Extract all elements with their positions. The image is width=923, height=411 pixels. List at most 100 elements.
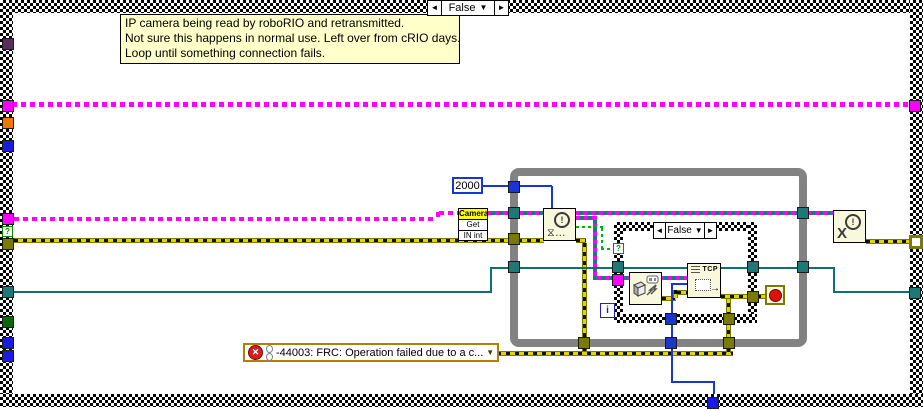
loop-tunnel-tcpref-in[interactable] [508, 261, 520, 273]
error-wire-bottom[interactable] [497, 351, 733, 356]
camera-node-title: Camera [459, 209, 489, 220]
tunnel-blue-left1[interactable] [2, 140, 14, 152]
timedout-wire-v[interactable] [601, 228, 603, 250]
loop-tunnel-error-in[interactable] [508, 233, 520, 245]
inner-case-next-button[interactable]: ► [704, 223, 716, 238]
loop-tunnel-error-bottom2[interactable] [723, 337, 735, 349]
error-wire-close-out[interactable] [866, 239, 910, 244]
error-wire-tcp-out[interactable] [721, 294, 766, 299]
tunnel-blue-left3[interactable] [2, 350, 14, 362]
inner-case-label[interactable]: False ▼ [666, 223, 704, 238]
port-wire-stub[interactable] [671, 283, 687, 285]
session-branch-stub[interactable] [576, 216, 593, 220]
inner-case-border-bottom[interactable] [614, 314, 757, 323]
outer-case-next-button[interactable]: ► [494, 1, 508, 15]
tunnel-darkgreen-left[interactable] [2, 316, 14, 328]
tunnel-cluster-right[interactable] [909, 100, 921, 112]
diagram-comment[interactable]: IP camera being read by roboRIO and retr… [120, 14, 460, 64]
inner-case-value: False [667, 225, 692, 236]
camera-cluster-wire-h1[interactable] [14, 217, 438, 221]
while-loop-border[interactable] [510, 168, 807, 347]
tcp-ref-wire-left[interactable] [14, 291, 492, 293]
tcp-ref-wire-up[interactable] [490, 267, 492, 293]
close-camera-node[interactable]: ! X [833, 210, 866, 243]
stop-button[interactable] [765, 285, 785, 305]
tcp-ref-wire-right1[interactable] [807, 267, 835, 269]
tcp-terminal-icon [691, 266, 700, 275]
camera-session-wire[interactable] [487, 211, 833, 215]
tcp-ref-wire-down[interactable] [833, 267, 835, 293]
tunnel-blue-left2[interactable] [2, 337, 14, 349]
outer-case-prev-button[interactable]: ◄ [428, 1, 442, 15]
inner-case-selector: ◄ False ▼ ► [653, 222, 717, 239]
tcp-arrow-icon: → [710, 283, 720, 294]
wait-ms-node[interactable]: ! ⧖… [543, 208, 576, 241]
tunnel-teal-left[interactable] [2, 286, 14, 298]
flatten-image-node[interactable] [629, 272, 662, 305]
unknown-tunnel-glyph: ? [5, 227, 10, 236]
timeout-constant-value: 2000 [455, 179, 480, 192]
tunnel-boolean-unknown-left[interactable]: ? [2, 226, 13, 237]
port-wire-bottom-h[interactable] [671, 381, 715, 383]
loop-tunnel-session-out[interactable] [797, 207, 809, 219]
loop-tunnel-error-bottom1[interactable] [578, 337, 590, 349]
camera-cluster-wire-v1[interactable] [436, 212, 440, 221]
error-wire-below-loop[interactable] [582, 347, 587, 354]
loop-tunnel-blue-bottom[interactable] [665, 337, 677, 349]
tunnel-teal-right[interactable] [909, 287, 921, 299]
tcp-label: TCP [702, 266, 718, 273]
outer-case-selector: ◄ False ▼ ► [427, 0, 509, 16]
timedout-wire-h2[interactable] [601, 248, 613, 250]
tunnel-orange-left[interactable] [2, 117, 14, 129]
camera-cluster-wire-h2[interactable] [439, 211, 459, 215]
outer-case-value: False [448, 2, 476, 14]
camera-get-node[interactable]: Camera Get IN int [458, 208, 488, 241]
inner-case-prev-button[interactable]: ◄ [654, 223, 666, 238]
cluster-wire-top[interactable] [12, 102, 911, 107]
camera-node-row3: IN int [459, 230, 487, 241]
tunnel-purple-left[interactable] [2, 38, 14, 50]
case-selector-tunnel[interactable]: ? [613, 243, 624, 254]
case-tunnel-session-left[interactable] [612, 274, 624, 286]
case-tunnel-error-bottom[interactable] [723, 313, 735, 325]
loop-tunnel-session-in[interactable] [508, 207, 520, 219]
outer-case-border-bottom[interactable] [0, 394, 923, 407]
error-wire-flatten-out[interactable] [662, 296, 676, 301]
tunnel-error-out-right[interactable] [909, 235, 923, 249]
port-wire-bottom-v[interactable] [713, 381, 715, 400]
case-tunnel-error-right[interactable] [747, 291, 759, 303]
session-branch-v[interactable] [593, 216, 597, 280]
tcp-data-box-icon [695, 279, 711, 291]
error-ring-dropdown[interactable]: ▼ [486, 348, 495, 357]
error-ring-text: -44003: FRC: Operation failed due to a c… [276, 346, 484, 359]
tunnel-cluster-left[interactable] [2, 100, 14, 112]
outer-case-border-right[interactable] [910, 0, 923, 407]
error-wire-left[interactable] [14, 238, 544, 243]
loop-tunnel-tcpref-out[interactable] [797, 261, 809, 273]
error-code-ring-constant[interactable]: ✕ -44003: FRC: Operation failed due to a… [243, 343, 499, 362]
case-tunnel-tcpref-left[interactable] [612, 261, 624, 273]
timeout-constant[interactable]: 2000 [452, 177, 483, 194]
tunnel-blue-bottom[interactable] [707, 397, 719, 409]
tunnel-camera-cluster-left[interactable] [2, 213, 14, 225]
loop-iteration-terminal[interactable]: i [600, 303, 615, 318]
inner-case-dropdown-icon[interactable]: ▼ [694, 225, 703, 235]
timedout-wire-h1[interactable] [576, 226, 603, 228]
tcp-ref-wire-right2[interactable] [833, 291, 911, 293]
tcp-ref-wire-main[interactable] [490, 267, 799, 269]
tcp-write-node[interactable]: TCP → [687, 263, 721, 298]
error-wire-wait-out[interactable] [576, 238, 586, 243]
outer-case-label[interactable]: False ▼ [442, 1, 494, 15]
loop-tunnel-timeout[interactable] [508, 181, 520, 193]
tunnel-error-left[interactable] [2, 238, 14, 250]
error-wire-wait-drop[interactable] [582, 243, 587, 339]
flatten-image-icon [633, 275, 659, 297]
outer-case-dropdown-icon[interactable]: ▼ [479, 3, 488, 12]
port-wire-drop[interactable] [671, 283, 673, 383]
session-branch-h[interactable] [597, 276, 614, 280]
case-tunnel-tcpref-right[interactable] [747, 261, 759, 273]
case-tunnel-blue-bottom[interactable] [665, 313, 677, 325]
timeout-wire-v[interactable] [551, 186, 553, 208]
error-wire-tcp-in[interactable] [677, 290, 687, 295]
